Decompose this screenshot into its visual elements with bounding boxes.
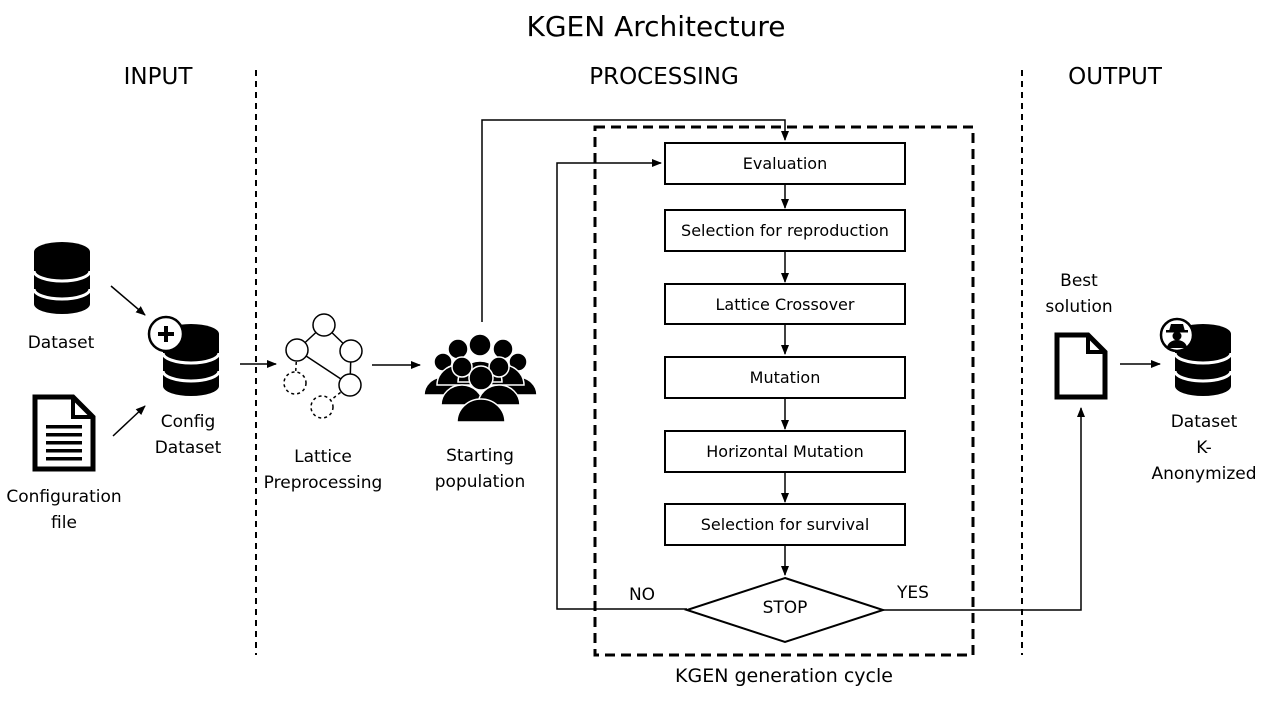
diagram-title: KGEN Architecture	[526, 10, 786, 43]
generation-cycle-frame	[593, 125, 975, 657]
database-icon	[32, 242, 92, 314]
section-input-heading: INPUT	[123, 64, 193, 90]
starting-population-label: Starting population	[434, 446, 526, 492]
evaluation-step: Evaluation	[664, 142, 906, 185]
config-dataset-label: Config Dataset	[154, 412, 222, 458]
lattice-graph-icon	[283, 313, 363, 419]
people-group-icon	[423, 333, 538, 423]
configfile-to-config-arrow	[112, 405, 146, 437]
document-icon	[1054, 332, 1108, 400]
anonymized-dataset-label: Dataset K-Anonymized	[1151, 412, 1257, 484]
lattice-preprocessing-label: Lattice Preprocessing	[263, 447, 383, 493]
yes-to-best-solution-arrow	[883, 407, 1085, 611]
selection-survival-step: Selection for survival	[664, 503, 906, 546]
generation-cycle-caption: KGEN generation cycle	[675, 665, 893, 687]
no-label: NO	[628, 585, 656, 605]
selection-reproduction-step: Selection for reproduction	[664, 209, 906, 252]
section-processing-heading: PROCESSING	[589, 64, 739, 90]
spy-badge-icon	[1159, 317, 1195, 353]
mutation-step: Mutation	[664, 356, 906, 399]
stop-decision-diamond	[683, 576, 887, 644]
horizontal-mutation-step: Horizontal Mutation	[664, 430, 906, 473]
stop-label: STOP	[762, 598, 808, 618]
dataset-label: Dataset	[27, 333, 95, 353]
lattice-crossover-step: Lattice Crossover	[664, 283, 906, 325]
document-icon	[32, 394, 96, 472]
section-output-heading: OUTPUT	[1068, 64, 1162, 90]
no-loop-arrow	[556, 159, 687, 610]
population-to-evaluation-arrow	[481, 119, 789, 322]
yes-label: YES	[897, 583, 929, 603]
best-solution-label: Best solution	[1045, 271, 1113, 317]
add-badge-icon	[147, 315, 185, 353]
configuration-file-label: Configuration file	[6, 487, 122, 533]
dataset-to-config-arrow	[110, 285, 146, 316]
